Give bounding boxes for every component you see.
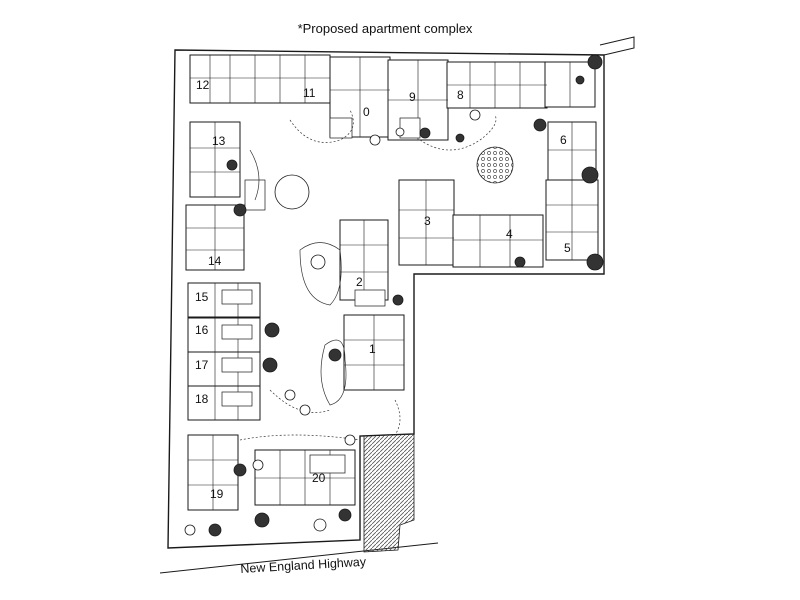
unit-label: 17: [195, 358, 209, 372]
unit-label: 1: [369, 342, 376, 356]
entry-line: [599, 36, 635, 56]
unit-label: 5: [564, 241, 571, 255]
unit-label: 19: [210, 487, 224, 501]
unit-label: 13: [212, 134, 226, 148]
unit-label: 11: [303, 86, 316, 100]
unit-label: 15: [195, 290, 209, 304]
unit-label: 0: [363, 105, 370, 119]
unit-label: 20: [312, 471, 326, 485]
unit-label: 4: [506, 227, 513, 241]
block-mid-4: [452, 214, 544, 268]
unit-label: 8: [457, 88, 464, 102]
trees: [184, 54, 604, 537]
block-top-row-1: [189, 54, 331, 104]
unit-label: 12: [196, 78, 210, 92]
unit-label: 2: [356, 275, 363, 289]
unit-label: 6: [560, 133, 567, 147]
unit-label: 18: [195, 392, 209, 406]
unit-label: 9: [409, 90, 416, 104]
unit-labels: 12 11 0 9 8 6 13 14 3 4 5 2 1 15 16 17 1…: [195, 78, 571, 501]
plan-caption: *Proposed apartment complex: [297, 21, 473, 36]
driveway-hatch: [363, 433, 415, 553]
unit-label: 14: [208, 254, 222, 268]
unit-label: 3: [424, 214, 431, 228]
room-partitions: [186, 55, 598, 510]
unit-label: 16: [195, 323, 209, 337]
block-mid-3: [398, 179, 455, 266]
garages: [221, 117, 421, 474]
